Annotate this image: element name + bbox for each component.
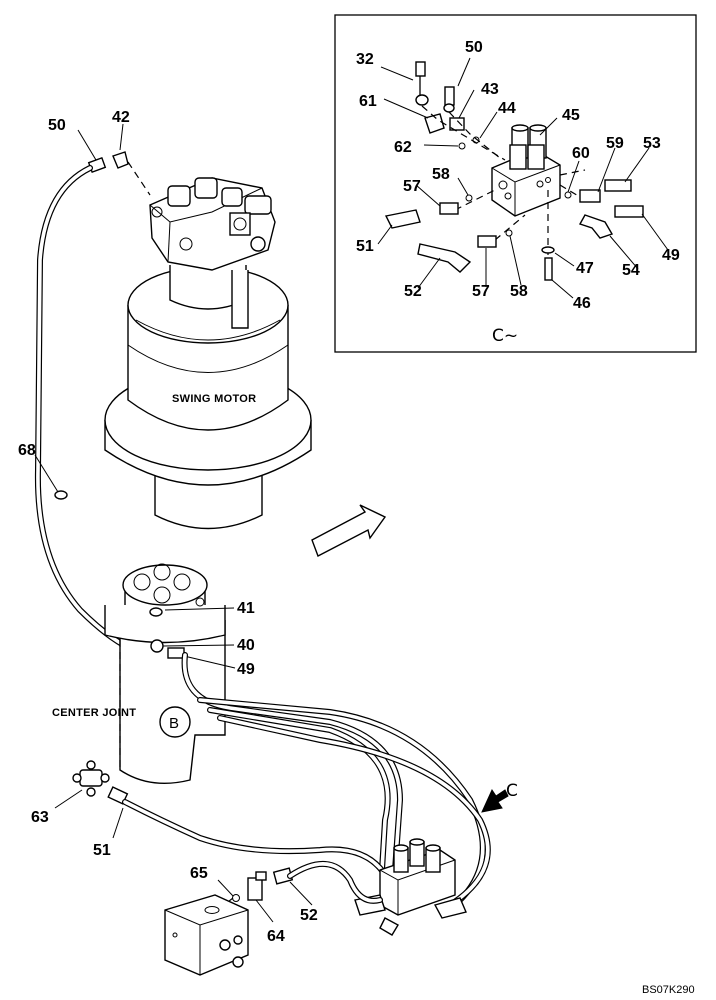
callout-62: 62 [394, 139, 412, 156]
callout-53: 53 [643, 135, 661, 152]
reference-code: BS07K290 [642, 984, 695, 996]
oring-41 [149, 607, 163, 617]
callout-47: 47 [576, 260, 594, 277]
callout-42: 42 [112, 109, 130, 126]
detail-frame [334, 14, 697, 353]
callout-57-upper: 57 [403, 178, 421, 195]
center-joint-label: CENTER JOINT [52, 707, 136, 719]
oring-65: 65 [190, 865, 240, 913]
swing-motor-label: SWING MOTOR [172, 393, 256, 405]
hose-end-49-detail [614, 205, 644, 218]
valve-block-45 [491, 124, 561, 217]
callout-44: 44 [498, 100, 516, 117]
hose-end-49-main [167, 647, 185, 659]
callout-49-detail: 49 [662, 247, 680, 264]
callout-58-lower: 58 [510, 283, 528, 300]
elbow-hose-52 [417, 243, 472, 273]
connector-42 [112, 151, 129, 169]
fitting-63: 63 [31, 760, 110, 826]
adapter-59 [579, 189, 601, 203]
bolt-46 [544, 257, 553, 281]
callout-63: 63 [31, 809, 49, 826]
callout-41: 41 [237, 600, 255, 617]
adapter-57-upper [439, 202, 459, 215]
oring-62 [458, 142, 466, 150]
hose-bundle [181, 652, 491, 908]
elbow-54 [578, 214, 614, 239]
swing-motor: SWING MOTOR [104, 177, 312, 530]
detail-c-label: C~ [492, 326, 518, 346]
callout-61: 61 [359, 93, 377, 110]
callout-43: 43 [481, 81, 499, 98]
callout-32: 32 [356, 51, 374, 68]
hose-52: 52 [272, 860, 383, 924]
arrow-c-label: C [506, 781, 518, 801]
detail-view-c: 32 50 61 43 44 45 62 60 59 53 58 57 51 5… [334, 14, 697, 353]
oring-58-lower [505, 229, 513, 237]
elbow-hose-51 [384, 209, 421, 229]
check-valve-block [164, 894, 249, 976]
callout-40: 40 [237, 637, 255, 654]
callout-57-lower: 57 [472, 283, 490, 300]
callout-64: 64 [267, 928, 285, 945]
callout-46: 46 [573, 295, 591, 312]
center-joint: CENTER JOINT B 41 40 49 [52, 563, 255, 785]
callout-52-main: 52 [300, 907, 318, 924]
oring-32 [415, 94, 429, 106]
hose-end-53 [604, 179, 632, 192]
oring-60 [564, 191, 572, 199]
callout-49-main: 49 [237, 661, 255, 678]
callout-59: 59 [606, 135, 624, 152]
oring-58-upper [465, 194, 473, 202]
callout-68: 68 [18, 442, 36, 459]
adapter-64: 64 [247, 871, 285, 945]
callout-58-upper: 58 [432, 166, 450, 183]
hose-51: 51 [93, 786, 391, 883]
bubble-b-label: B [169, 715, 179, 732]
callout-50-detail: 50 [465, 39, 483, 56]
arrow-c: C [481, 781, 518, 813]
washer-47 [541, 246, 555, 254]
callout-45: 45 [562, 107, 580, 124]
callout-51-detail: 51 [356, 238, 374, 255]
adapter-57-lower [477, 235, 497, 248]
callout-60: 60 [572, 145, 590, 162]
view-direction-arrow [311, 504, 387, 557]
relief-valve-assembly [354, 838, 467, 936]
callout-50-main: 50 [48, 117, 66, 134]
callout-51-main: 51 [93, 842, 111, 859]
fitting-group-50-42: 50 42 [48, 109, 151, 196]
callout-52-detail: 52 [404, 283, 422, 300]
callout-65: 65 [190, 865, 208, 882]
callout-54: 54 [622, 262, 640, 279]
bubble-b [159, 706, 191, 738]
adapter-40 [150, 639, 164, 653]
fitting-50-detail [444, 86, 455, 106]
clamp-68 [54, 490, 68, 500]
elbow-61 [424, 113, 445, 134]
adapter-43 [449, 117, 465, 131]
